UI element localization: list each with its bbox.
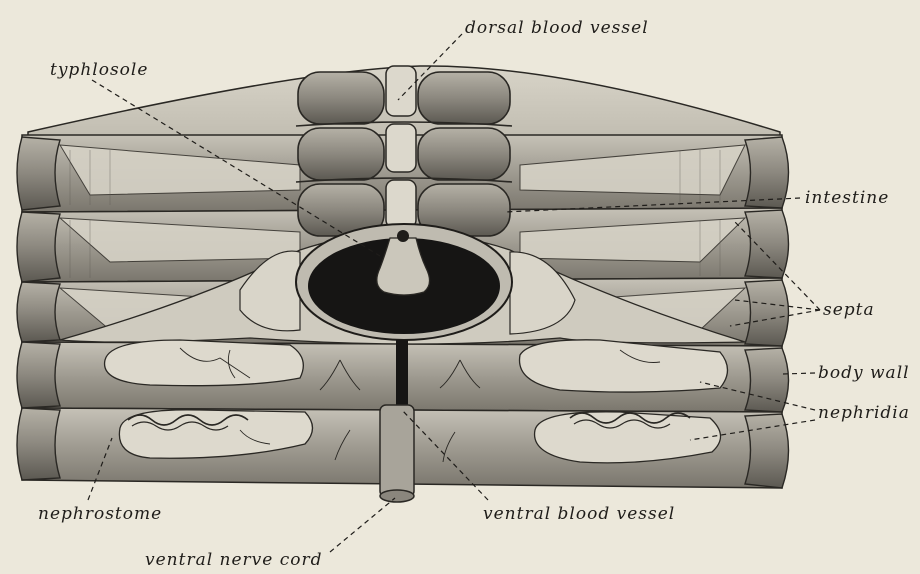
label-nephrostome: nephrostome — [38, 506, 162, 523]
ventral-nerve-cord-end — [380, 490, 414, 502]
right-wall-roll — [745, 210, 789, 278]
label-nephridia: nephridia — [818, 405, 910, 422]
nephridium-body — [535, 412, 721, 463]
right-wall-roll — [745, 280, 789, 346]
label-ventral-nerve-cord: ventral nerve cord — [145, 552, 323, 569]
label-body-wall: body wall — [818, 365, 910, 382]
intestine-lobe — [298, 72, 384, 124]
right-body-wall — [745, 137, 789, 488]
left-wall-roll — [17, 342, 60, 408]
label-ventral-blood-vessel: ventral blood vessel — [483, 506, 675, 523]
label-intestine: intestine — [805, 190, 889, 207]
left-wall-roll — [17, 137, 60, 210]
left-wall-roll — [17, 408, 60, 480]
left-wall-roll — [17, 282, 60, 342]
ventral-nerve-cord-shape — [380, 405, 414, 497]
right-wall-roll — [745, 137, 789, 208]
label-dorsal-blood-vessel: dorsal blood vessel — [465, 20, 649, 37]
right-wall-roll — [745, 414, 789, 488]
dorsal-vessel-lumen — [397, 230, 409, 242]
dorsal-vessel-segment — [386, 180, 416, 228]
intestine-lobe — [418, 128, 510, 180]
intestine-lobe — [418, 72, 510, 124]
label-typhlosole: typhlosole — [50, 62, 148, 79]
nephridium-body — [105, 340, 304, 386]
leader-ventral-nerve-cord — [330, 498, 395, 552]
left-body-wall — [17, 137, 60, 480]
right-wall-roll — [745, 348, 789, 412]
intestine-lobe — [298, 128, 384, 180]
dorsal-vessel-column — [386, 66, 416, 228]
left-wall-roll — [17, 212, 60, 282]
dorsal-vessel-segment — [386, 66, 416, 116]
label-septa: septa — [823, 302, 875, 319]
dorsal-vessel-segment — [386, 124, 416, 172]
